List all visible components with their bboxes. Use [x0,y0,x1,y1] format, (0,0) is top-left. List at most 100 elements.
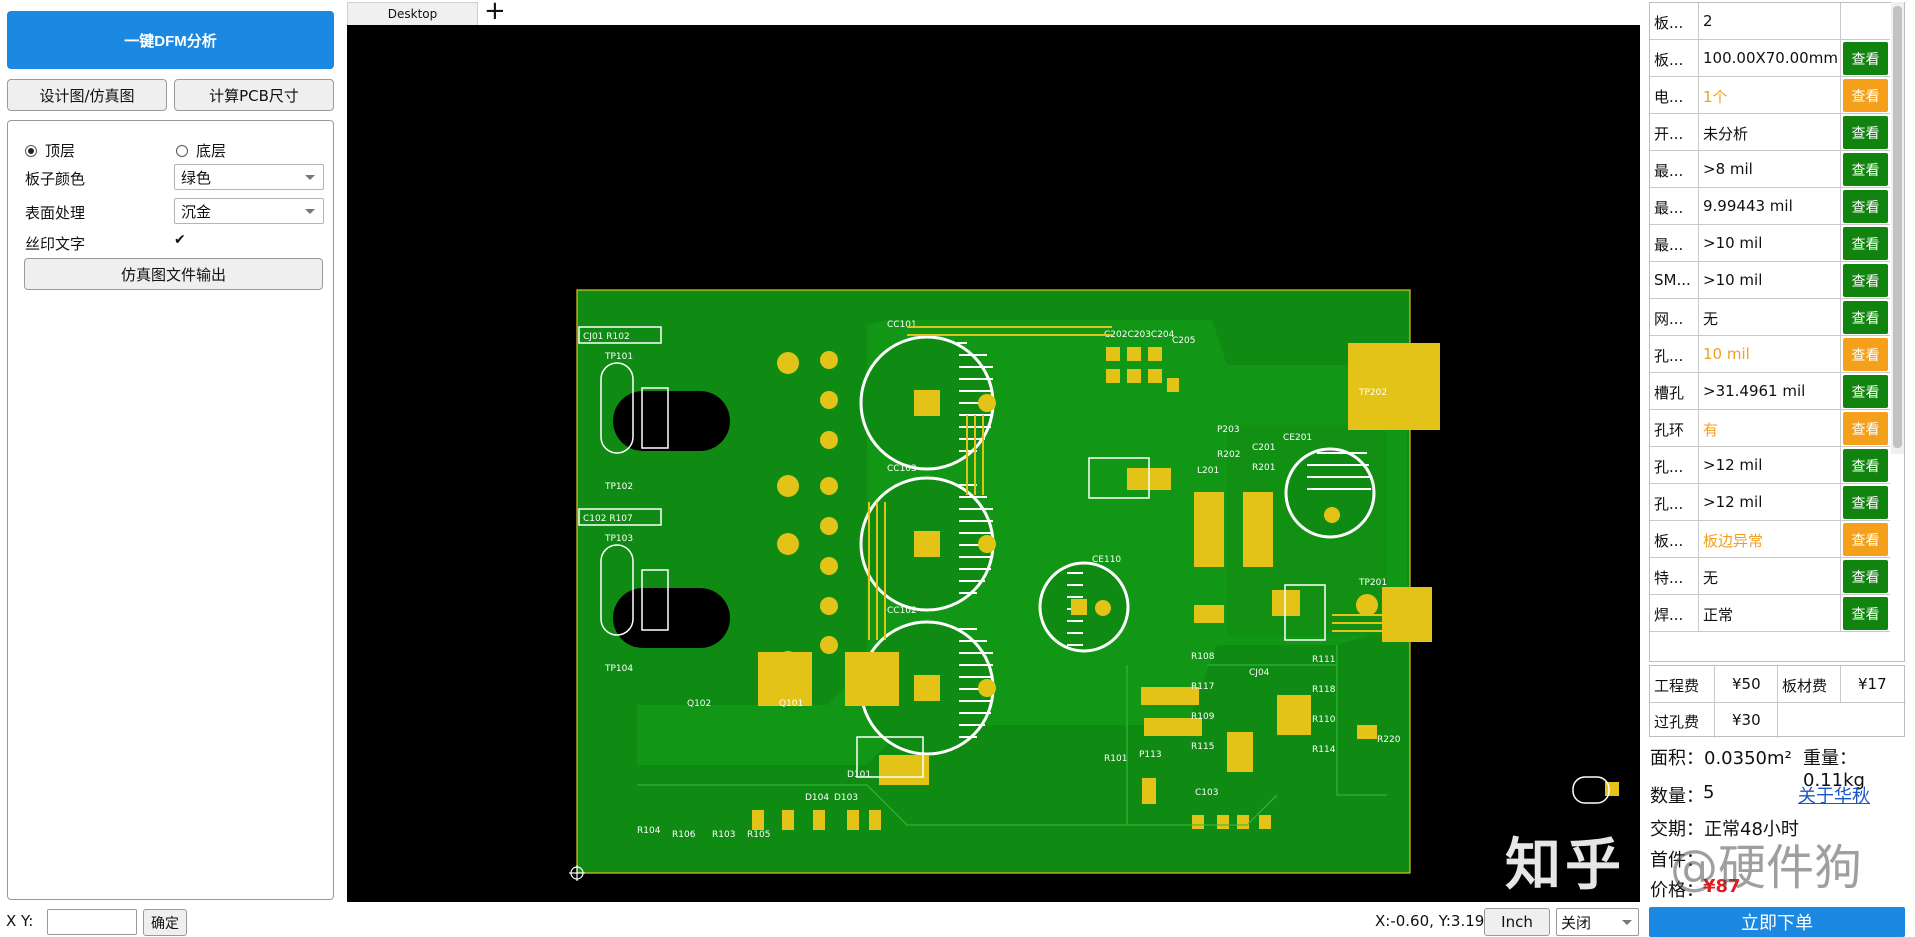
pcb-render[interactable]: CJ01 R102 C102 R107 TP101 TP102 TP103 TP… [347,25,1640,902]
radio-top-label: 顶层 [45,142,76,160]
price-value: ¥87 [1703,876,1741,897]
svg-text:TP202: TP202 [1358,388,1387,398]
view-button[interactable]: 查看 [1843,375,1888,408]
tab-design-view[interactable]: 设计图/仿真图 [7,79,167,111]
silkscreen-checkbox[interactable]: ✔ [174,232,186,248]
canvas-tabbar [347,0,1640,25]
silkscreen-group [578,326,1610,804]
view-button[interactable]: 查看 [1843,597,1888,630]
export-sim-file-button[interactable]: 仿真图文件输出 [24,258,323,290]
svg-text:CE201: CE201 [1283,433,1312,443]
svg-text:R117: R117 [1191,682,1214,692]
row-name: 板... [1654,14,1684,32]
chevron-down-icon [1622,920,1632,925]
row-name: 孔... [1654,495,1684,513]
material-fee-value: ¥17 [1858,675,1887,693]
table-scroll-thumb[interactable] [1893,6,1902,448]
row-value: >10 mil [1703,271,1763,289]
row-name: 孔... [1654,458,1684,476]
view-button[interactable]: 查看 [1843,412,1888,445]
silkscreen-label: 丝印文字 [25,235,86,253]
svg-text:TP201: TP201 [1358,578,1387,588]
svg-text:R101: R101 [1104,754,1127,764]
svg-text:TP101: TP101 [604,352,633,362]
view-button[interactable]: 查看 [1843,42,1888,75]
surface-finish-label: 表面处理 [25,204,86,222]
view-button[interactable]: 查看 [1843,264,1888,297]
row-value: 有 [1703,421,1719,439]
svg-text:R109: R109 [1191,712,1215,722]
view-button[interactable]: 查看 [1843,449,1888,482]
engineering-fee-label: 工程费 [1654,677,1700,695]
svg-text:C202C203C204: C202C203C204 [1104,330,1175,340]
engineering-fee-value: ¥50 [1732,675,1761,693]
table-row: 孔环有查看 [1650,410,1890,447]
view-button[interactable]: 查看 [1843,116,1888,149]
table-row: 板...2 [1650,3,1890,40]
table-row: 板...板边异常查看 [1650,521,1890,558]
svg-text:CC102: CC102 [887,606,917,616]
svg-text:Q102: Q102 [687,699,711,709]
close-select-value: 关闭 [1561,913,1592,932]
svg-text:L201: L201 [1197,466,1219,476]
copper-pour [637,320,1407,765]
view-button[interactable]: 查看 [1843,486,1888,519]
view-button[interactable]: 查看 [1843,338,1888,371]
view-button[interactable]: 查看 [1843,227,1888,260]
row-name: 电... [1654,88,1684,106]
add-tab-icon[interactable]: + [484,0,506,26]
weight-info: 重量：0.11kg [1803,748,1865,791]
svg-text:R118: R118 [1312,685,1336,695]
svg-text:TP102: TP102 [604,482,633,492]
table-row: 网...无查看 [1650,299,1890,336]
view-button[interactable]: 查看 [1843,153,1888,186]
row-value: 正常 [1703,606,1734,624]
row-name: 槽孔 [1654,384,1685,402]
svg-text:R220: R220 [1377,735,1401,745]
radio-top-layer[interactable]: 顶层 [25,140,75,161]
fee-table: 工程费 ¥50 板材费 ¥17 过孔费 ¥30 [1649,665,1906,738]
svg-text:TP103: TP103 [604,534,633,544]
row-value: 9.99443 mil [1703,197,1793,215]
surface-finish-select[interactable]: 沉金 [174,198,324,224]
svg-text:R108: R108 [1191,652,1215,662]
view-button[interactable]: 查看 [1843,190,1888,223]
tab-calc-pcb-size[interactable]: 计算PCB尺寸 [174,79,334,111]
svg-text:CE110: CE110 [1092,555,1121,565]
chevron-down-icon [305,209,315,214]
svg-text:R201: R201 [1252,463,1275,473]
tab-desktop[interactable]: Desktop [347,2,478,25]
row-name: 孔... [1654,347,1684,365]
svg-text:R110: R110 [1312,715,1336,725]
view-button[interactable]: 查看 [1843,301,1888,334]
row-value: >8 mil [1703,160,1753,178]
view-button[interactable]: 查看 [1843,560,1888,593]
svg-text:D104: D104 [805,793,829,803]
view-button[interactable]: 查看 [1843,523,1888,556]
table-row: 焊...正常查看 [1650,595,1890,632]
confirm-button[interactable]: 确定 [143,909,187,936]
origin-marker [569,865,585,881]
xy-input[interactable] [47,909,137,935]
svg-text:C205: C205 [1172,336,1195,346]
row-name: 特... [1654,569,1684,587]
trace-group [868,326,1382,640]
close-select[interactable]: 关闭 [1556,908,1639,936]
place-order-button[interactable]: 立即下单 [1649,907,1905,937]
view-button[interactable]: 查看 [1843,79,1888,112]
svg-text:R103: R103 [712,830,735,840]
radio-bottom-layer[interactable]: 底层 [176,140,226,161]
dfm-analysis-button[interactable]: 一键DFM分析 [7,11,334,69]
board-color-value: 绿色 [181,168,212,187]
row-value: 1个 [1703,88,1728,106]
xy-label: X Y: [6,912,34,930]
svg-text:R115: R115 [1191,742,1214,752]
unit-toggle-button[interactable]: Inch [1484,908,1550,936]
board-color-select[interactable]: 绿色 [174,164,324,190]
svg-text:TP104: TP104 [604,664,633,674]
shipping-info: 首件： [1650,850,1704,871]
about-huaqiu-link[interactable]: 关于华秋 [1798,786,1870,807]
